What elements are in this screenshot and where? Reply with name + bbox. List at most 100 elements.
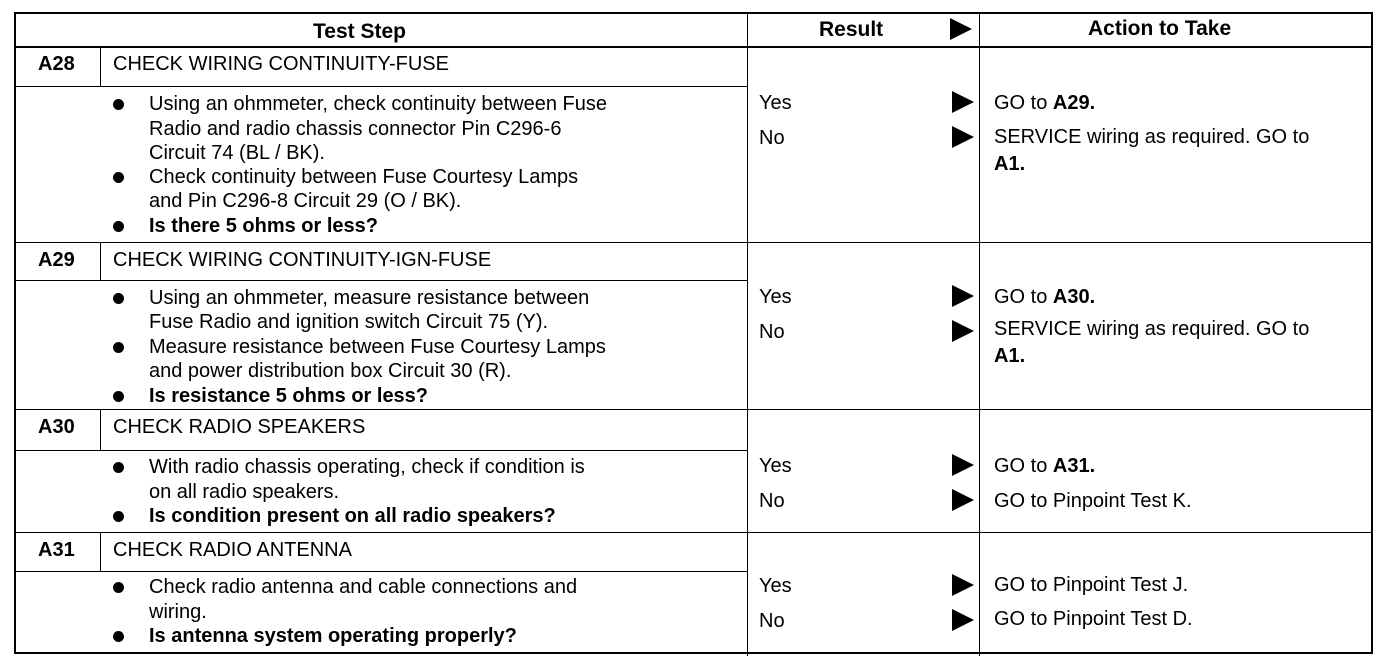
bullet-text-line: on all radio speakers. [149,481,340,503]
action-text: SERVICE wiring as required. GO to [994,126,1310,148]
bullet-icon [113,462,124,473]
bullet-text-line: Using an ohmmeter, check continuity betw… [149,93,608,115]
result-arrow-icon [952,574,974,596]
bullet-text-line: Is condition present on all radio speake… [149,505,556,527]
action-step-ref: A30. [1052,286,1096,308]
step-divider [747,47,748,242]
bullet-text-line: Is there 5 ohms or less? [149,215,378,237]
action-step-ref: A1. [994,345,1026,367]
bullet-text-line: Is resistance 5 ohms or less? [149,385,429,407]
action-step-ref: A29. [1052,92,1096,114]
action-step-ref: A31. [1052,455,1096,477]
result-yes: Yes [759,286,792,308]
bullet-text-line: Fuse Radio and ignition switch Circuit 7… [149,311,549,333]
bullet-icon [113,221,124,232]
bullet-icon [113,99,124,110]
bullet-text-line: and power distribution box Circuit 30 (R… [149,360,512,382]
action-line: SERVICE wiring as required. GO to [994,125,1309,149]
step-id-divider [100,410,101,450]
step-id-A30: A30 [38,416,75,438]
bullet-icon [113,582,124,593]
result-arrow-icon [952,609,974,631]
step-title-rule [16,86,747,87]
action-text: GO to [994,455,1053,477]
result-divider [979,410,980,532]
step-title-A29: CHECK WIRING CONTINUITY-IGN-FUSE [113,249,492,271]
result-divider [979,47,980,242]
action-line: GO to Pinpoint Test D. [994,607,1193,631]
action-line: GO to A30. [994,285,1095,309]
result-divider [979,243,980,409]
bullet-text-line: Is antenna system operating properly? [149,625,517,647]
action-line: SERVICE wiring as required. GO to [994,317,1309,341]
bullet-text-line: Measure resistance between Fuse Courtesy… [149,336,606,358]
action-text: GO to Pinpoint Test J. [994,574,1189,596]
bullet-text-line: Check radio antenna and cable connection… [149,576,578,598]
result-yes: Yes [759,92,792,114]
bullet-icon [113,511,124,522]
bullet-text-line: Using an ohmmeter, measure resistance be… [149,287,590,309]
result-arrow-icon [952,285,974,307]
bullet-text-line: With radio chassis operating, check if c… [149,456,585,478]
result-arrow-icon [952,126,974,148]
bullet-icon [113,293,124,304]
action-text: GO to [994,92,1053,114]
step-bottom-rule [16,409,1371,410]
step-bottom-rule [16,242,1371,243]
action-text: SERVICE wiring as required. GO to [994,318,1310,340]
step-title-rule [16,280,747,281]
step-title-A31: CHECK RADIO ANTENNA [113,539,352,561]
header-result: Result [819,18,884,41]
bullet-icon [113,391,124,402]
step-divider [747,410,748,532]
result-no: No [759,610,785,632]
header-action: Action to Take [1088,17,1232,40]
result-arrow-icon [952,489,974,511]
step-title-A28: CHECK WIRING CONTINUITY-FUSE [113,53,449,75]
action-line: GO to A29. [994,91,1095,115]
result-arrow-icon [952,91,974,113]
bullet-text-line: Circuit 74 (BL / BK). [149,142,325,164]
bullet-icon [113,172,124,183]
bullet-text-line: and Pin C296-8 Circuit 29 (O / BK). [149,190,462,212]
step-id-A29: A29 [38,249,75,271]
result-divider [979,533,980,656]
action-step-ref: A1. [994,153,1026,175]
step-id-divider [100,243,101,280]
result-arrow-icon [952,454,974,476]
header-test-step: Test Step [313,20,406,43]
step-title-rule [16,571,747,572]
bullet-icon [113,342,124,353]
result-arrow-icon [952,320,974,342]
result-yes: Yes [759,455,792,477]
action-text: GO to [994,286,1053,308]
step-id-A28: A28 [38,53,75,75]
step-divider [747,533,748,656]
bullet-text-line: wiring. [149,601,207,623]
step-title-rule [16,450,747,451]
step-id-divider [100,533,101,571]
bullet-icon [113,631,124,642]
step-id-divider [100,47,101,86]
action-line: GO to A31. [994,454,1095,478]
result-no: No [759,490,785,512]
header-result-arrow-icon [950,18,972,40]
result-no: No [759,127,785,149]
result-yes: Yes [759,575,792,597]
step-id-A31: A31 [38,539,75,561]
step-divider [747,243,748,409]
result-no: No [759,321,785,343]
action-line: A1. [994,152,1025,176]
header-divider-result [979,14,980,46]
bullet-text-line: Check continuity between Fuse Courtesy L… [149,166,579,188]
header-bottom-rule [16,46,1371,48]
bullet-text-line: Radio and radio chassis connector Pin C2… [149,118,562,140]
step-bottom-rule [16,532,1371,533]
action-text: GO to Pinpoint Test K. [994,490,1192,512]
action-line: GO to Pinpoint Test K. [994,489,1192,513]
action-line: GO to Pinpoint Test J. [994,573,1188,597]
action-text: GO to Pinpoint Test D. [994,608,1193,630]
step-title-A30: CHECK RADIO SPEAKERS [113,416,366,438]
action-line: A1. [994,344,1025,368]
